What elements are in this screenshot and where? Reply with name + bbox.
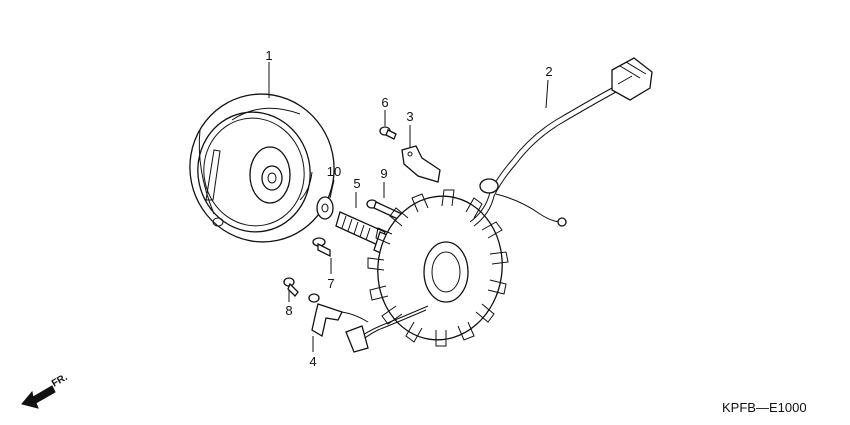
callout-7: 7	[327, 276, 334, 291]
front-direction-indicator: FR.	[21, 372, 70, 409]
front-arrow-icon	[21, 385, 56, 409]
callout-4: 4	[309, 354, 316, 369]
front-label: FR.	[50, 372, 70, 390]
bolt-part-6	[379, 126, 397, 140]
leader-lines	[268, 62, 549, 352]
bracket-part-4	[308, 293, 369, 338]
callout-1: 1	[265, 48, 272, 63]
diagram-code: KPFB—E1000	[722, 400, 807, 415]
callout-8: 8	[285, 303, 292, 318]
callout-6: 6	[381, 95, 388, 110]
clamp-part-3	[401, 145, 441, 183]
bolt-part-8	[283, 277, 299, 297]
bolt-part-7	[312, 237, 331, 258]
bolt-part-9	[366, 199, 403, 221]
callout-3: 3	[406, 109, 413, 124]
washer-part-10	[316, 196, 334, 220]
stator-part-2	[345, 57, 653, 353]
flywheel-part-1	[189, 93, 335, 243]
callout-2: 2	[545, 64, 552, 79]
callout-5: 5	[353, 176, 360, 191]
callout-10: 10	[327, 164, 341, 179]
callout-9: 9	[380, 166, 387, 181]
